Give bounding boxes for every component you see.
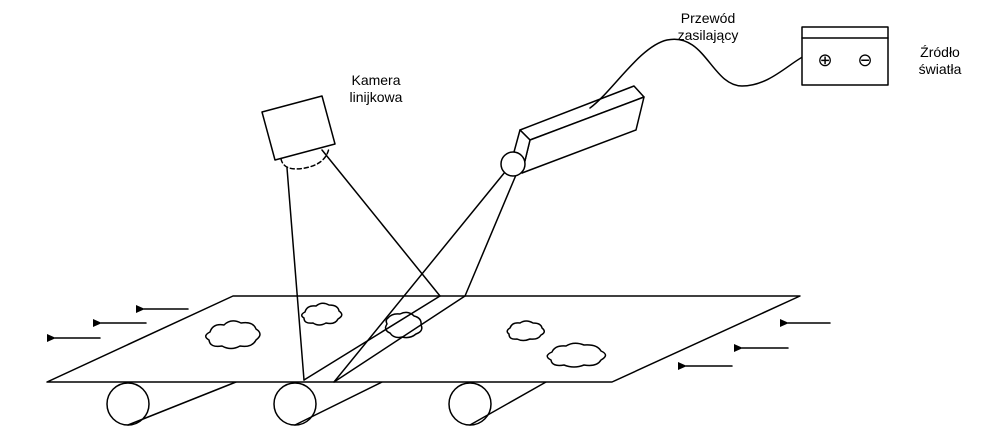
label-line-scan-camera: Kamera linijkowa <box>326 72 426 106</box>
lamp-lens <box>500 151 526 177</box>
label-power-cable: Przewód zasilający <box>638 10 778 44</box>
belt-defects <box>205 302 607 368</box>
conveyor-belt <box>46 295 801 383</box>
roller-right <box>448 382 492 426</box>
defect-spot <box>301 302 343 326</box>
label-line: linijkowa <box>349 89 403 105</box>
label-line: światła <box>918 61 962 77</box>
camera-body <box>261 95 336 161</box>
conveyor-rollers <box>106 382 492 426</box>
power-cable <box>589 38 809 109</box>
plus-terminal-icon: ⊕ <box>817 50 833 71</box>
defect-spot <box>205 320 261 350</box>
defect-spot <box>506 320 545 342</box>
label-light-source: Źródło światła <box>900 44 980 78</box>
label-line: Kamera <box>351 72 401 88</box>
light-beam <box>333 171 517 383</box>
line-scan-camera <box>261 95 336 170</box>
light-source-head <box>500 85 645 177</box>
label-line: zasilający <box>677 27 739 43</box>
camera-lens <box>280 147 330 170</box>
label-line: Przewód <box>680 10 736 26</box>
defect-spot <box>546 342 607 368</box>
belt-return <box>127 381 547 426</box>
camera-field-of-view <box>286 149 441 381</box>
defect-spot <box>384 311 423 339</box>
roller-middle <box>273 382 317 426</box>
minus-terminal-icon: ⊖ <box>857 50 873 71</box>
label-line: Źródło <box>920 44 960 60</box>
power-supply-box <box>801 26 889 86</box>
